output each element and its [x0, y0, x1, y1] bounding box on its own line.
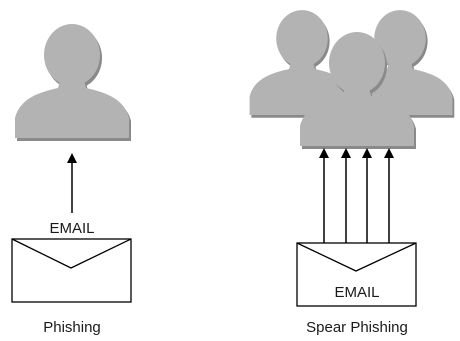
- envelope-icon: [11, 238, 132, 303]
- person-icon: [15, 24, 131, 141]
- phishing-caption: Phishing: [43, 319, 101, 336]
- spear-phishing-caption: Spear Phishing: [306, 319, 408, 336]
- person-icon: [300, 32, 416, 149]
- email-label: EMAIL: [49, 220, 94, 237]
- email-label: EMAIL: [334, 284, 379, 301]
- phishing-panel: EMAIL Phishing: [11, 24, 132, 336]
- envelope-icon: [296, 242, 417, 307]
- spear-phishing-panel: EMAIL Spear Phishing: [249, 10, 455, 336]
